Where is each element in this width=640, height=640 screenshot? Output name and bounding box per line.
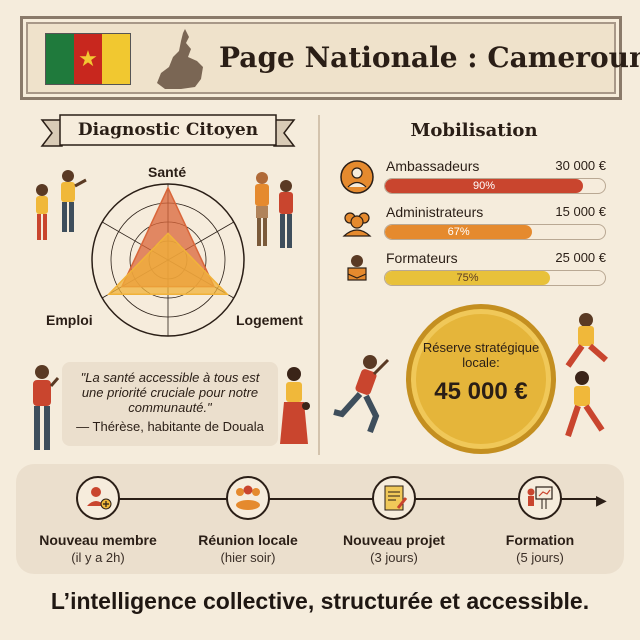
mobilisation-label: Ambassadeurs <box>386 158 480 174</box>
speaker-man-illustration <box>33 365 60 450</box>
progress-fill: 75% <box>385 271 550 285</box>
running-man-illustration <box>333 355 390 434</box>
running-women-illustration <box>565 313 608 437</box>
quote-box: "La santé accessible à tous est une prio… <box>62 362 278 446</box>
timeline-time: (hier soir) <box>220 550 276 565</box>
mobilisation-amount: 25 000 € <box>555 250 606 265</box>
flag-star-icon: ★ <box>78 46 98 71</box>
mobilisation-row-ambassadeurs: Ambassadeurs 30 000 € 90% <box>338 158 610 202</box>
cameroon-map-icon <box>157 29 203 89</box>
reserve-amount: 45 000 € <box>434 378 528 405</box>
timeline-line <box>88 498 598 500</box>
timeline-title: Formation <box>505 532 575 548</box>
progress-fill: 90% <box>385 179 583 193</box>
timeline-time: (5 jours) <box>516 550 564 565</box>
reserve-label: Réserve stratégique locale: <box>422 340 540 370</box>
axis-label-sante: Santé <box>148 164 187 180</box>
therese-illustration <box>280 367 310 444</box>
ambassador-icon <box>340 160 374 194</box>
progress-fill: 67% <box>385 225 533 239</box>
section-divider <box>318 115 320 455</box>
tagline: L’intelligence collective, structurée et… <box>50 588 590 614</box>
timeline-title: Réunion locale <box>198 532 298 548</box>
timeline-time: (il y a 2h) <box>71 550 125 565</box>
timeline-node-meeting[interactable] <box>226 476 270 520</box>
mobilisation-row-formateurs: Formateurs 25 000 € 75% <box>338 250 610 294</box>
page-title: Page Nationale : Cameroun <box>219 41 640 74</box>
quote-text: "La santé accessible à tous est une prio… <box>80 370 260 415</box>
cameroon-flag: ★ <box>45 33 131 85</box>
radar-chart <box>91 183 245 337</box>
mobilisation-title: Mobilisation <box>410 120 538 141</box>
progress-bar: 75% <box>384 270 606 286</box>
project-icon <box>384 485 408 511</box>
mobilisation-amount: 30 000 € <box>555 158 606 173</box>
progress-bar: 67% <box>384 224 606 240</box>
timeline-node-training[interactable] <box>518 476 562 520</box>
axis-label-logement: Logement <box>236 312 303 328</box>
progress-bar: 90% <box>384 178 606 194</box>
timeline-title: Nouveau membre <box>39 532 157 548</box>
timeline-time: (3 jours) <box>370 550 418 565</box>
radar-series-2 <box>106 232 230 295</box>
timeline-arrow-icon: ▶ <box>596 492 607 508</box>
mobilisation-label: Administrateurs <box>386 204 484 220</box>
training-icon <box>527 486 553 509</box>
progress-percent: 75% <box>456 272 479 284</box>
administrators-icon <box>342 212 372 237</box>
timeline-node-new-member[interactable] <box>76 476 120 520</box>
reserve-coin <box>406 304 556 454</box>
quote-author: — Thérèse, habitante de Douala <box>76 419 264 434</box>
progress-percent: 67% <box>447 226 470 238</box>
trainer-reading-icon <box>347 255 367 281</box>
page-header: ★ Page Nationale : Cameroun <box>20 16 640 100</box>
mobilisation-amount: 15 000 € <box>555 204 606 219</box>
two-citizens-left-illustration <box>36 170 87 240</box>
mobilisation-row-administrateurs: Administrateurs 15 000 € 67% <box>338 204 610 248</box>
timeline-node-project[interactable] <box>372 476 416 520</box>
mobilisation-label: Formateurs <box>386 250 458 266</box>
meeting-icon <box>236 485 260 510</box>
axis-label-emploi: Emploi <box>46 312 93 328</box>
timeline-title: Nouveau projet <box>343 532 445 548</box>
new-member-icon <box>87 487 112 510</box>
two-citizens-right-illustration <box>255 172 293 248</box>
progress-percent: 90% <box>472 180 496 192</box>
diagnostic-title: Diagnostic Citoyen <box>77 120 259 140</box>
diagnostic-banner <box>40 114 296 147</box>
